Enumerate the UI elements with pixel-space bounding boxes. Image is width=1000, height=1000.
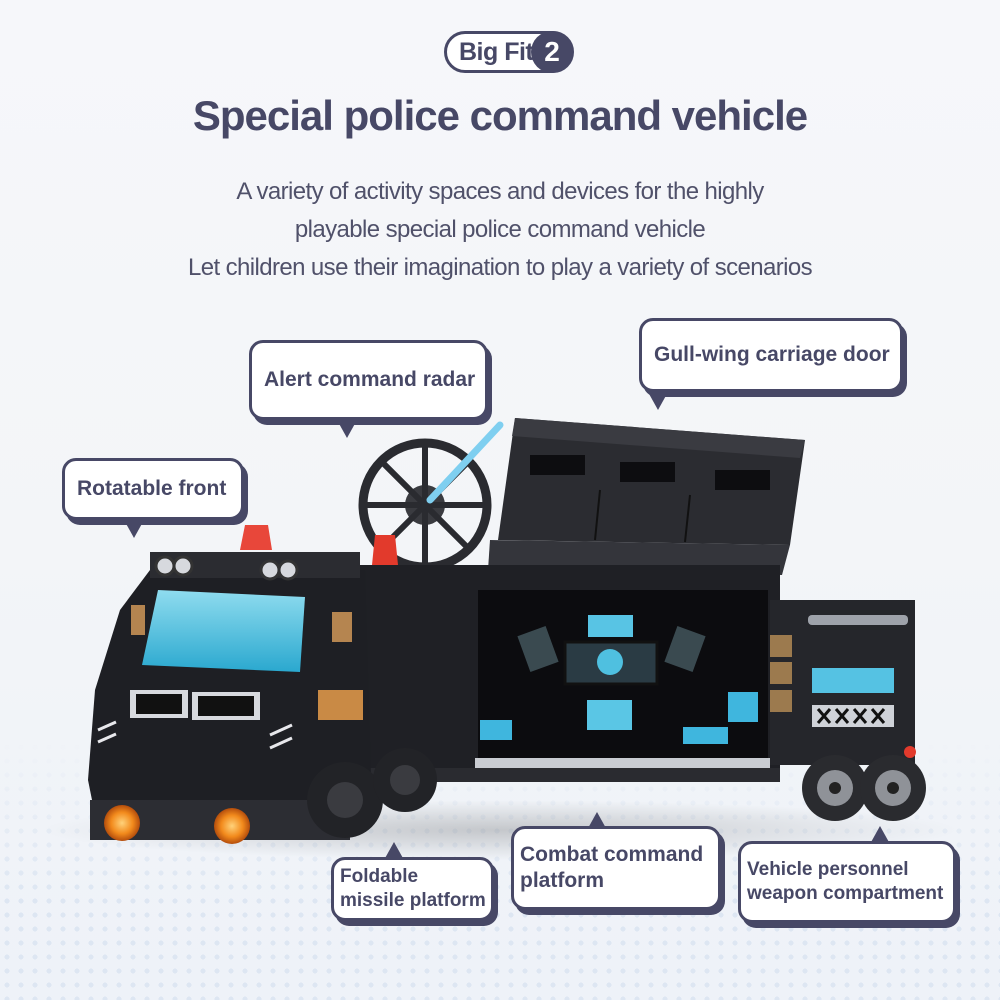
- big-fit-badge: Big Fit 2: [444, 31, 574, 73]
- rear-wheels: [802, 755, 926, 821]
- callout-foldable-missile-platform: Foldable missile platform: [331, 857, 494, 921]
- subtitle-line-3: Let children use their imagination to pl…: [187, 254, 813, 281]
- windshield: [142, 590, 305, 672]
- callout-tail: [648, 392, 668, 410]
- callout-tail: [337, 420, 357, 438]
- callout-weapon-compartment: Vehicle personnel weapon compartment: [738, 841, 956, 923]
- subtitle-line-1: A variety of activity spaces and devices…: [236, 178, 764, 205]
- page-title: Special police command vehicle: [192, 92, 808, 139]
- gull-wing-door: [488, 418, 805, 575]
- front-wheels: [307, 748, 437, 838]
- left-headlight: [104, 805, 140, 841]
- callout-combat-command-platform: Combat command platform: [511, 826, 721, 910]
- callout-tail: [870, 826, 890, 844]
- callout-alert-command-radar: Alert command radar: [249, 340, 488, 420]
- right-headlight: [214, 808, 250, 844]
- subtitle-line-2: playable special police command vehicle: [294, 216, 706, 243]
- badge-number: 2: [531, 31, 573, 73]
- truck-cab: [88, 525, 398, 844]
- callout-rotatable-front: Rotatable front: [62, 458, 244, 520]
- callout-tail: [587, 812, 607, 830]
- callout-tail: [124, 520, 144, 538]
- callout-tail: [384, 842, 404, 860]
- weapon-compartment: [770, 600, 916, 765]
- badge-text: Big Fit: [459, 37, 534, 66]
- callout-gull-wing-door: Gull-wing carriage door: [639, 318, 903, 392]
- command-consoles: [480, 615, 758, 744]
